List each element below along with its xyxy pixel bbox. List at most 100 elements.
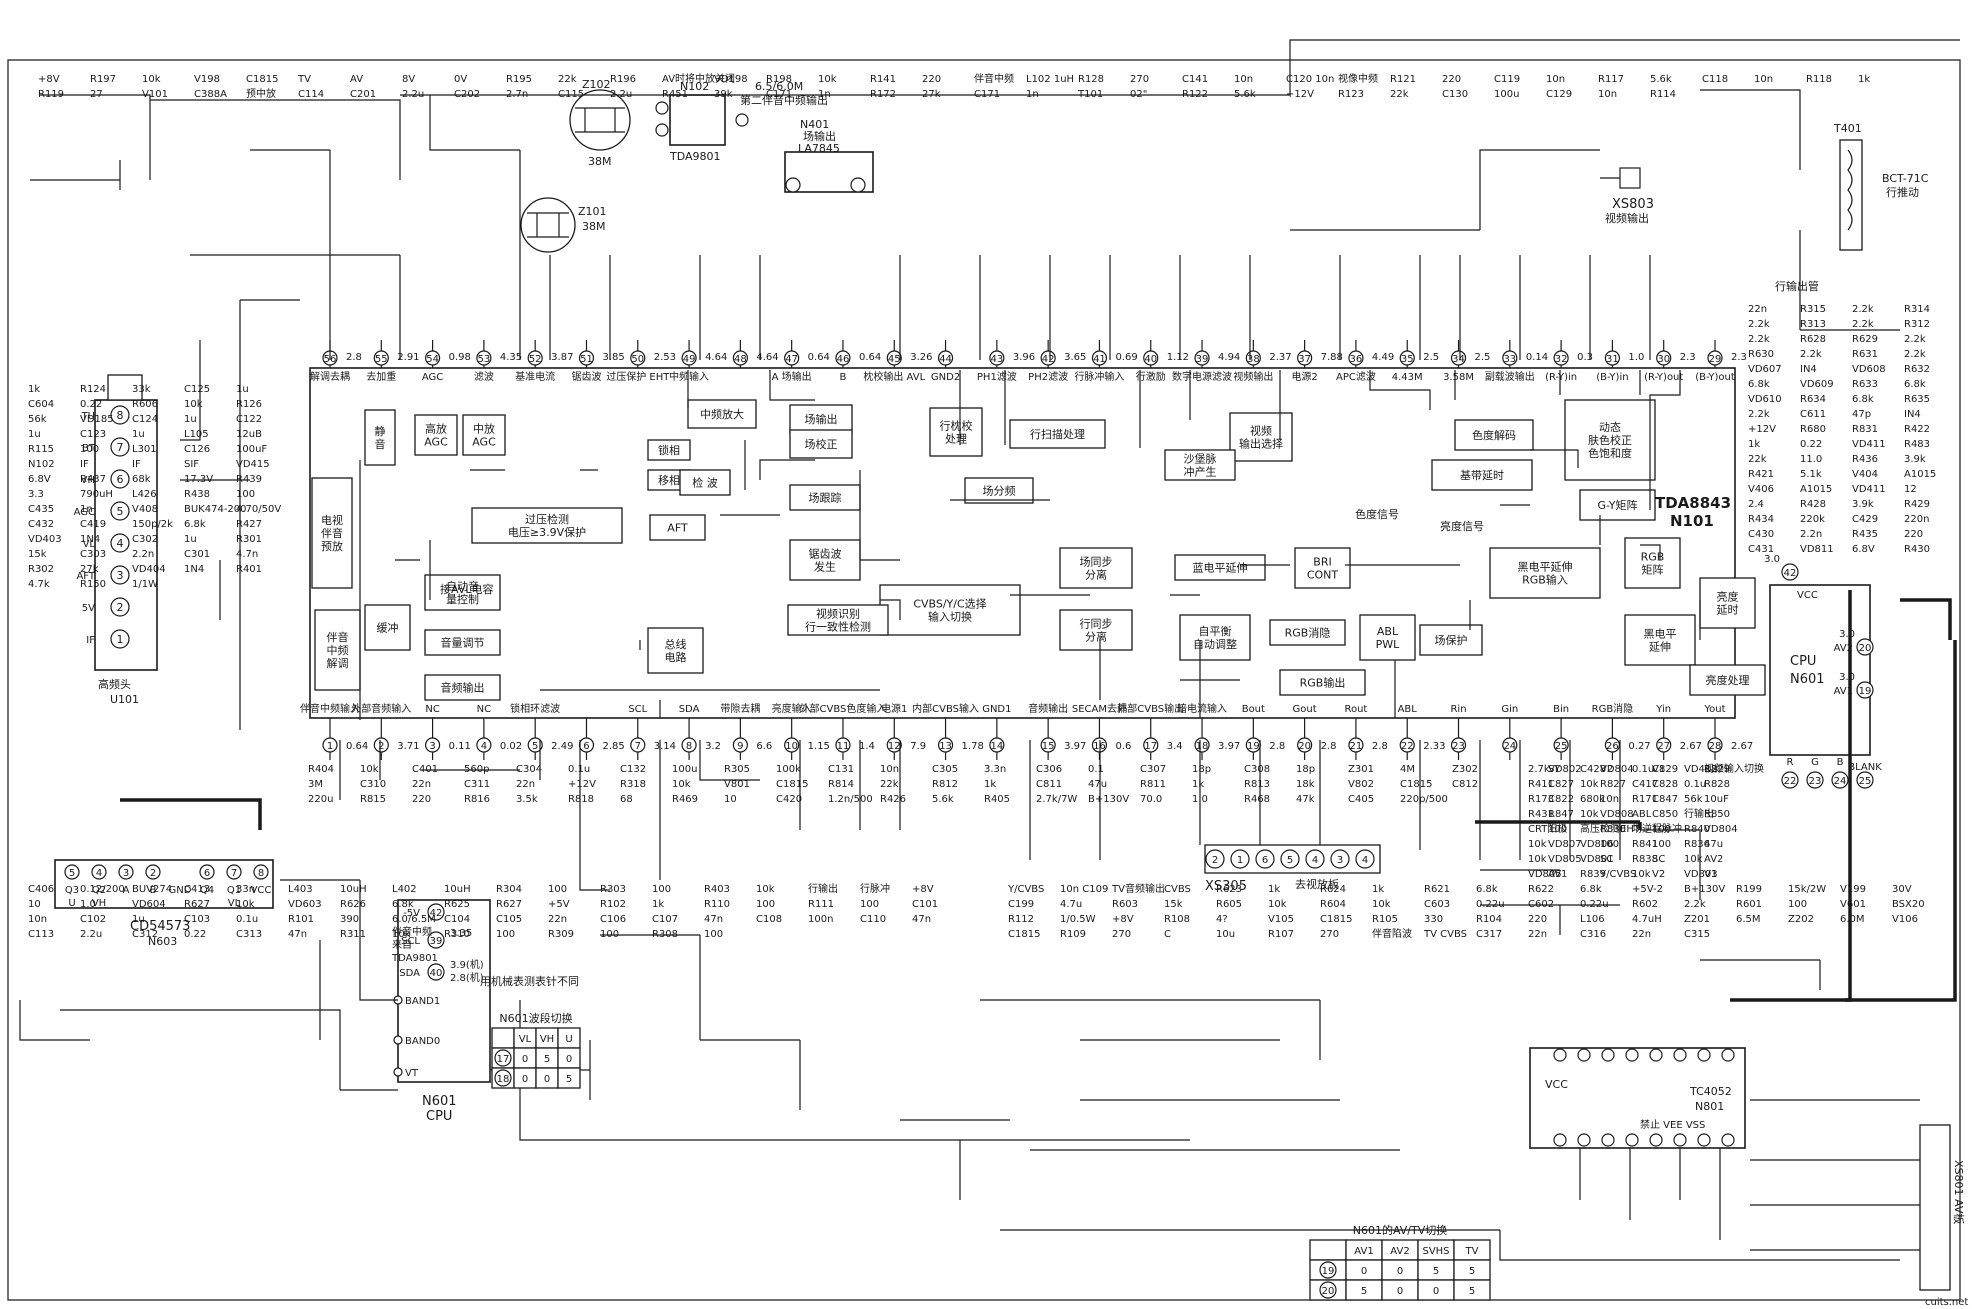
top-pin-number: 41	[1093, 354, 1106, 365]
measure-note: 用机械表测表针不同	[480, 974, 579, 988]
block-label: 中频放大	[700, 407, 744, 421]
block-30	[1294, 547, 1351, 589]
top-pin-circle	[373, 350, 389, 366]
if-pin-number: 8	[117, 409, 124, 422]
top-pin-voltage: 0.14	[1526, 352, 1548, 363]
top-pin-number: 50	[631, 354, 644, 365]
block-label: 音量调节	[441, 636, 485, 650]
block-26	[314, 609, 361, 691]
top-pin-circle	[1604, 350, 1621, 366]
component-label: VD808	[1600, 809, 1634, 820]
bottom-pin-circle	[886, 737, 902, 753]
component-label: C108	[756, 914, 782, 925]
component-label: C315	[1684, 929, 1710, 940]
top-pin-voltage: 4.64	[705, 352, 727, 363]
block-38	[1454, 419, 1534, 451]
component-label: L106	[1580, 914, 1605, 925]
n801-top-pin	[1577, 1048, 1591, 1062]
top-pin-function: 行激励	[1136, 370, 1166, 383]
table-cell-text: 5	[566, 1074, 572, 1085]
cpu-right-pin-circle	[1806, 771, 1824, 789]
component-label: C107	[652, 914, 678, 925]
table-cell-text: VH	[540, 1034, 554, 1045]
bottom-pin-function: 外部音频输入	[351, 702, 411, 715]
component-label: 行脉冲	[860, 882, 890, 895]
component-label: 伴音中频	[974, 72, 1014, 85]
component-label: R427	[236, 519, 262, 530]
component-label: 0.1u	[568, 764, 590, 775]
component-label: R831	[1852, 424, 1878, 435]
component-label: R411	[1528, 779, 1554, 790]
component-label: R311	[340, 929, 366, 940]
component-label: VD403	[28, 534, 62, 545]
component-label: C405	[1348, 794, 1374, 805]
bottom-pin-function: Gin	[1501, 704, 1518, 715]
block-21	[879, 584, 1021, 636]
component-label: +5V	[548, 899, 570, 910]
component-label: C302	[132, 534, 158, 545]
top-pin-circle	[1297, 350, 1313, 366]
component-label: 1u	[132, 429, 145, 440]
if-pin-number: 6	[117, 473, 124, 486]
n801-bottom-pin	[1673, 1133, 1687, 1147]
block-23	[424, 574, 501, 611]
component-label: 100	[1600, 839, 1619, 850]
component-label: R627	[184, 899, 210, 910]
n603-pin-circle	[64, 864, 80, 880]
component-label: 47p	[1852, 409, 1871, 420]
component-label: C1815	[1320, 914, 1352, 925]
component-label: +8V	[912, 884, 934, 895]
component-label: 1k	[1748, 439, 1760, 450]
component-label: Z202	[1788, 914, 1814, 925]
component-label: R836	[1684, 839, 1710, 850]
component-label: TV音频输出	[1111, 882, 1165, 895]
n401-field-label: N401	[800, 118, 829, 131]
component-label: R631	[1852, 349, 1878, 360]
top-pin-function: 基准电流	[515, 370, 555, 383]
component-label: 10u	[1216, 929, 1235, 940]
n801-top-pin	[1649, 1048, 1663, 1062]
component-label: R404	[308, 764, 334, 775]
component-label: 100n	[808, 914, 833, 925]
component-label: 10k	[1684, 854, 1703, 865]
component-label: 100u	[672, 764, 697, 775]
cpu-right-pin-number: 25	[1859, 776, 1872, 787]
block-31	[1179, 614, 1251, 661]
bottom-pin-function: 锁相环滤波	[510, 702, 560, 715]
top-pin-circle	[424, 350, 441, 366]
component-label: 3.9k	[1852, 499, 1874, 510]
component-label: R818	[568, 794, 594, 805]
block-label: 场输出	[805, 412, 838, 426]
top-pin-number: 47	[785, 354, 798, 365]
top-pin-voltage: 7.88	[1321, 352, 1343, 363]
component-label: C604	[28, 399, 54, 410]
top-pin-number: 55	[375, 354, 388, 365]
component-label: R814	[828, 779, 854, 790]
cpu-right-pin-number: 22	[1784, 776, 1797, 787]
block-22	[787, 604, 889, 636]
top-pin-voltage: 2.8	[346, 352, 362, 363]
table-cell-text: 5	[1433, 1266, 1439, 1277]
bottom-pin-function: ABL	[1398, 704, 1418, 715]
cpu-pin-voltage: 3.35	[450, 928, 472, 939]
component-label: 10k	[1580, 809, 1599, 820]
block-7	[679, 469, 731, 496]
component-label: R150	[80, 579, 106, 590]
xs305-pin-number: 3	[1337, 855, 1343, 866]
component-label: 2.4	[1748, 499, 1764, 510]
signal-buses	[120, 590, 1957, 1002]
bottom-pin-number: 18	[1196, 741, 1209, 752]
cpu-right-pin-number: 24	[1834, 776, 1847, 787]
top-pin-number: 51	[580, 354, 593, 365]
component-label: C1815	[776, 779, 808, 790]
bottom-pin-circle	[1502, 737, 1518, 753]
table-cell-text: SVHS	[1422, 1246, 1449, 1257]
component-label: 100	[756, 899, 775, 910]
block-label: 锁相	[658, 443, 680, 457]
bottom-pin-function: Yin	[1655, 704, 1671, 715]
component-label: C201	[350, 89, 376, 100]
component-label: C132	[620, 764, 646, 775]
